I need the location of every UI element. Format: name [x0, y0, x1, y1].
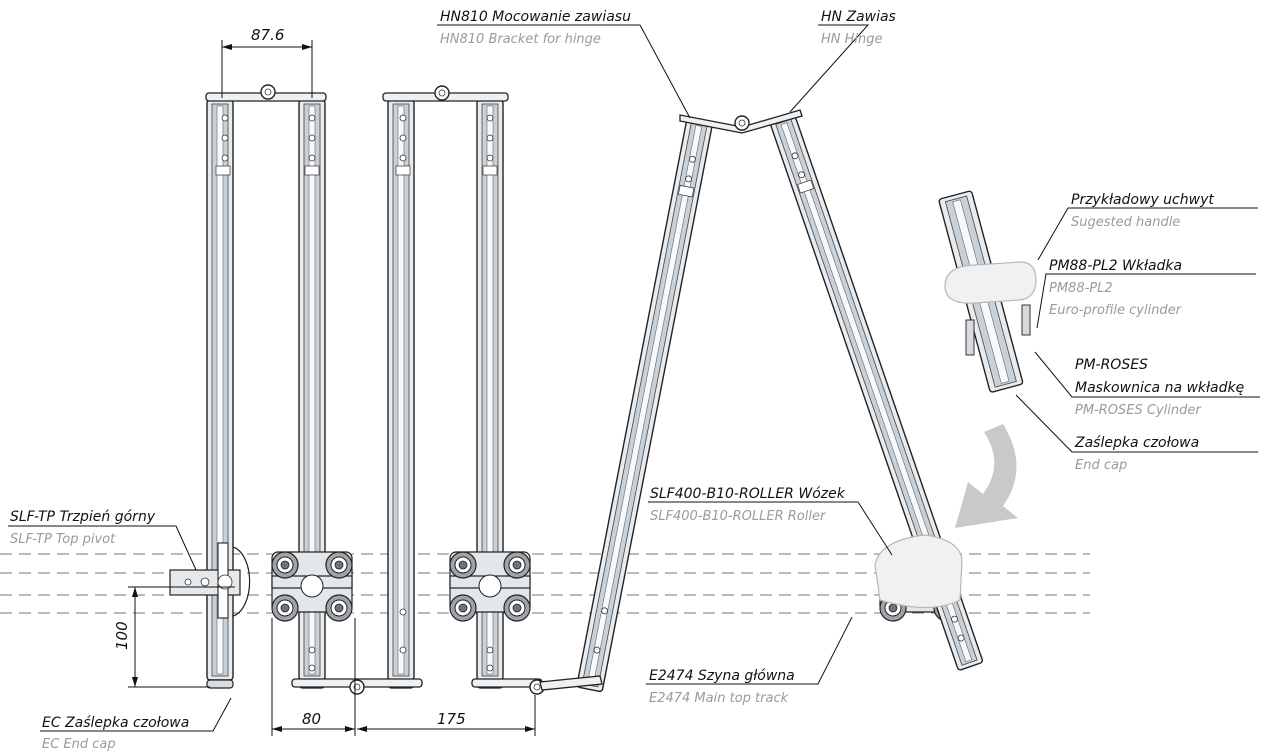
endcap-left-sublabel: EC End cap — [42, 737, 116, 752]
detail-handle — [944, 261, 1037, 356]
handle-label: Przykładowy uchwyt — [1071, 192, 1214, 208]
bracket-label: HN810 Mocowanie zawiasu — [440, 9, 631, 25]
cylinder-sublabel-2: Euro-profile cylinder — [1049, 303, 1183, 318]
cylinder-label: PM88-PL2 Wkładka — [1049, 258, 1182, 274]
leader-handle — [1037, 207, 1258, 261]
leader-roller — [648, 501, 893, 556]
roller-label: SLF400-B10-ROLLER Wózek — [650, 486, 846, 502]
rotation-arrow — [955, 424, 1018, 528]
leader-pivot — [8, 525, 197, 571]
endcap-right-label: Zaślepka czołowa — [1074, 435, 1199, 451]
dimension-height: 100 — [113, 586, 235, 688]
leader-roses — [1034, 351, 1260, 398]
door-panel-6 — [769, 113, 984, 671]
ghost-roller — [874, 534, 963, 609]
leader-track — [646, 616, 853, 685]
bracket-sublabel: HN810 Bracket for hinge — [440, 32, 601, 47]
hinge-sublabel: HN Hinge — [821, 32, 883, 47]
leader-bracket — [437, 24, 691, 119]
dimension-bottom-mid-label: 175 — [437, 710, 466, 728]
dimension-bottom-mid: 175 — [357, 695, 536, 736]
leader-endcap-right — [1015, 394, 1258, 453]
door-panel-1 — [206, 99, 234, 689]
endcap-right-sublabel: End cap — [1075, 458, 1127, 473]
track-sublabel: E2474 Main top track — [649, 691, 789, 706]
hinge-label: HN Zawias — [821, 9, 896, 25]
pivot-label: SLF-TP Trzpień górny — [10, 509, 156, 525]
endcap-left-label: EC Zaślepka czołowa — [42, 715, 189, 731]
dimension-bottom-left: 80 — [271, 618, 356, 736]
leader-endcap-left — [40, 697, 232, 732]
roses-sublabel: PM-ROSES Cylinder — [1075, 403, 1202, 418]
dimension-top-label: 87.6 — [251, 26, 284, 44]
cylinder-sublabel-1: PM88-PL2 — [1049, 281, 1113, 296]
dimension-top: 87.6 — [221, 26, 313, 98]
door-panel-3 — [387, 99, 415, 689]
leader-cylinder — [1036, 273, 1256, 329]
dimension-bottom-left-label: 80 — [302, 710, 321, 728]
track-label: E2474 Szyna główna — [649, 668, 795, 684]
handle-sublabel: Sugested handle — [1071, 215, 1180, 230]
pivot-sublabel: SLF-TP Top pivot — [10, 532, 116, 547]
leader-hinge — [789, 24, 870, 113]
dimension-height-label: 100 — [113, 621, 131, 650]
roller-1 — [271, 551, 353, 622]
roses-label-1: PM-ROSES — [1075, 357, 1148, 373]
roses-label-2: Maskownica na wkładkę — [1075, 380, 1244, 396]
roller-2 — [449, 551, 531, 622]
roller-sublabel: SLF400-B10-ROLLER Roller — [650, 509, 827, 524]
top-pivot — [169, 542, 251, 619]
door-panel-5 — [576, 117, 713, 693]
bottom-bracket-3 — [539, 675, 603, 691]
